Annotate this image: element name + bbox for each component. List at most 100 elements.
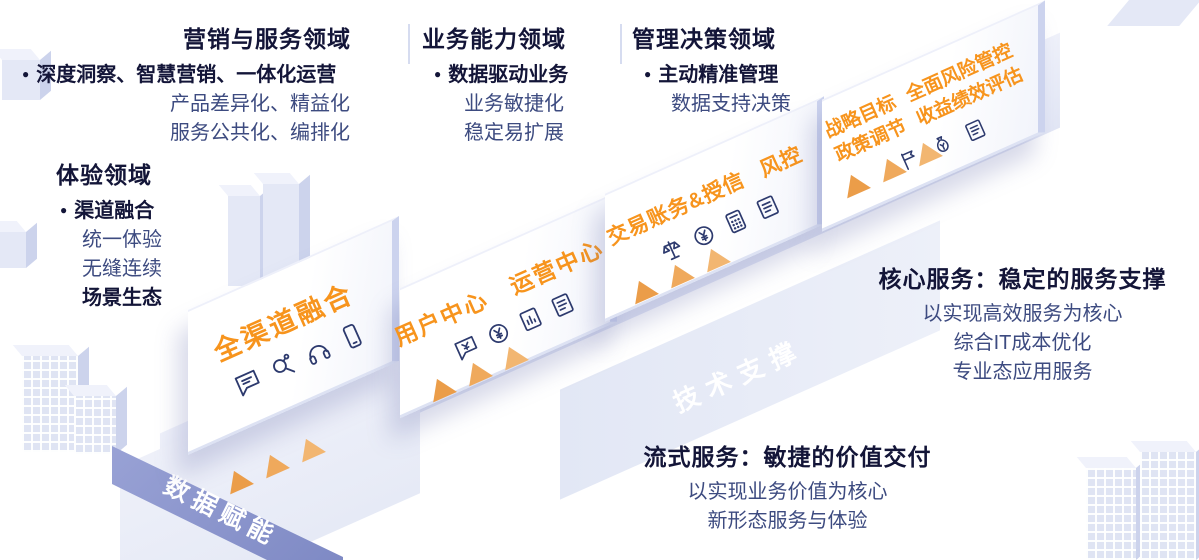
stream-service-block: 流式服务：敏捷的价值交付 以实现业务价值为核心 新形态服务与体验 xyxy=(615,442,960,536)
domain-bullet-text: 数据驱动业务 xyxy=(448,64,569,86)
domain-block-decision: 管理决策领域 ● 主动精准管理 数据支持决策 xyxy=(630,24,830,119)
building-front-face xyxy=(1086,468,1136,560)
column-divider xyxy=(620,24,622,64)
bar-chart-icon xyxy=(514,303,546,335)
domain-bullet-text: 渠道融合 xyxy=(74,200,155,222)
arrow-chevron-icon xyxy=(294,433,326,463)
building-front-face xyxy=(1140,452,1196,560)
domain-heading: 管理决策领域 xyxy=(632,26,776,52)
domain-line: 数据支持决策 xyxy=(671,93,791,115)
progress-arrows xyxy=(627,243,731,305)
building-decoration xyxy=(218,185,271,286)
domain-bullet-line: ● 深度洞察、智慧营销、一体化运营 xyxy=(20,60,412,90)
domain-bullet-text: 深度洞察、智慧营销、一体化运营 xyxy=(36,64,337,86)
domain-heading: 体验领域 xyxy=(56,162,152,188)
money-bag-icon xyxy=(928,130,957,159)
building-top-face xyxy=(64,385,116,396)
building-top-face xyxy=(0,221,26,232)
arrow-chevron-icon xyxy=(839,169,871,199)
domain-heading: 营销与服务领域 xyxy=(183,26,351,52)
panel-user-operation: 用户中心 运营中心 xyxy=(390,191,617,419)
core-service-line: 综合IT成本优化 xyxy=(953,332,1092,354)
building-front-face xyxy=(228,196,260,286)
panel-icons xyxy=(231,319,369,400)
domain-line: 稳定易扩展 xyxy=(464,122,564,144)
domain-line: 无缝连续 xyxy=(82,258,162,280)
building-top-face xyxy=(253,173,299,184)
target-flag-icon xyxy=(895,145,924,174)
arrow-chevron-icon xyxy=(875,153,907,183)
domain-line: 统一体验 xyxy=(82,229,162,251)
domain-bullet-line: ● 数据驱动业务 xyxy=(418,60,618,90)
calculator-icon xyxy=(719,205,751,237)
building-top-face xyxy=(1130,441,1196,452)
building-side-face xyxy=(26,222,37,268)
arrow-chevron-icon xyxy=(699,243,731,273)
building-front-face xyxy=(2,60,40,100)
pay-chat-icon xyxy=(450,332,482,364)
core-service-block: 核心服务：稳定的服务支撑 以实现高效服务为核心 综合IT成本优化 专业态应用服务 xyxy=(850,264,1195,387)
column-divider xyxy=(408,24,410,64)
yen-coin-icon xyxy=(687,220,719,252)
bullet-icon: ● xyxy=(60,203,68,217)
arrow-chevron-icon xyxy=(663,259,695,289)
panel-content: 用户中心 运营中心 xyxy=(384,206,627,406)
domain-emphasis-line: 场景生态 xyxy=(82,287,162,309)
progress-arrows xyxy=(425,341,529,403)
building-decoration xyxy=(1107,0,1199,26)
arrow-chevron-icon xyxy=(258,449,290,479)
panel-transaction-risk: 交易账务&授信 风控 xyxy=(604,96,824,322)
domain-line: 产品差异化、精益化 xyxy=(170,93,350,115)
domain-line: 业务敏捷化 xyxy=(464,93,564,115)
chat-bubble-icon xyxy=(231,365,265,399)
scale-icon xyxy=(655,234,687,266)
domain-block-marketing: 营销与服务领域 ● 深度洞察、智慧营销、一体化运营 产品差异化、精益化 服务公共化… xyxy=(20,24,412,148)
panel-icons xyxy=(450,289,578,363)
yen-coin-icon xyxy=(482,317,514,349)
bullet-icon: ● xyxy=(22,67,30,81)
panel-omnichannel: 全渠道融合 xyxy=(188,216,399,455)
domain-line: 服务公共化、编排化 xyxy=(170,122,350,144)
stream-service-line: 以实现业务价值为核心 xyxy=(687,481,888,503)
arrow-chevron-icon xyxy=(627,275,659,305)
headset-icon xyxy=(300,334,334,368)
domain-heading: 业务能力领域 xyxy=(422,26,566,52)
panel-content: 全渠道融合 xyxy=(168,231,411,442)
arrow-chevron-icon xyxy=(911,137,943,167)
arrow-chevron-icon xyxy=(425,373,457,403)
domain-bullet-text: 主动精准管理 xyxy=(658,64,779,86)
list-doc-icon xyxy=(751,191,783,223)
building-decoration xyxy=(1130,441,1199,560)
arrow-chevron-icon xyxy=(222,465,254,495)
panel-icons xyxy=(655,191,783,265)
core-service-line: 以实现高效服务为核心 xyxy=(922,303,1123,325)
panel-strategy-risk: 战略目标 全面风险管控 政策调节 收益绩效评估 xyxy=(821,0,1045,232)
progress-arrows xyxy=(222,433,326,495)
panel-content: 战略目标 全面风险管控 政策调节 收益绩效评估 xyxy=(806,15,1055,219)
building-front-face xyxy=(22,356,78,452)
search-network-icon xyxy=(265,350,299,384)
stream-service-heading: 流式服务：敏捷的价值交付 xyxy=(643,444,932,470)
stream-service-line: 新形态服务与体验 xyxy=(707,510,868,532)
domain-block-experience: 体验领域 ● 渠道融合 统一体验 无缝连续 场景生态 xyxy=(56,160,246,313)
arrow-chevron-icon xyxy=(461,357,493,387)
domain-bullet-line: ● 渠道融合 xyxy=(56,196,246,226)
domain-block-capability: 业务能力领域 ● 数据驱动业务 业务敏捷化 稳定易扩展 xyxy=(418,24,618,148)
progress-arrows xyxy=(839,137,943,199)
building-top-face xyxy=(1076,457,1136,468)
building-decoration xyxy=(64,385,127,454)
panel-icons xyxy=(895,115,990,173)
building-decoration xyxy=(12,345,89,452)
building-side-face xyxy=(116,386,127,454)
core-service-heading: 核心服务：稳定的服务支撑 xyxy=(878,266,1167,292)
domain-bullet-line: ● 主动精准管理 xyxy=(630,60,830,90)
core-service-line: 专业态应用服务 xyxy=(952,361,1093,383)
list-doc-icon xyxy=(546,289,578,321)
building-front-face xyxy=(74,396,116,454)
smartphone-icon xyxy=(335,319,369,353)
report-icon xyxy=(961,115,990,144)
bullet-icon: ● xyxy=(434,67,442,81)
bullet-icon: ● xyxy=(644,67,652,81)
building-front-face xyxy=(1107,0,1199,26)
